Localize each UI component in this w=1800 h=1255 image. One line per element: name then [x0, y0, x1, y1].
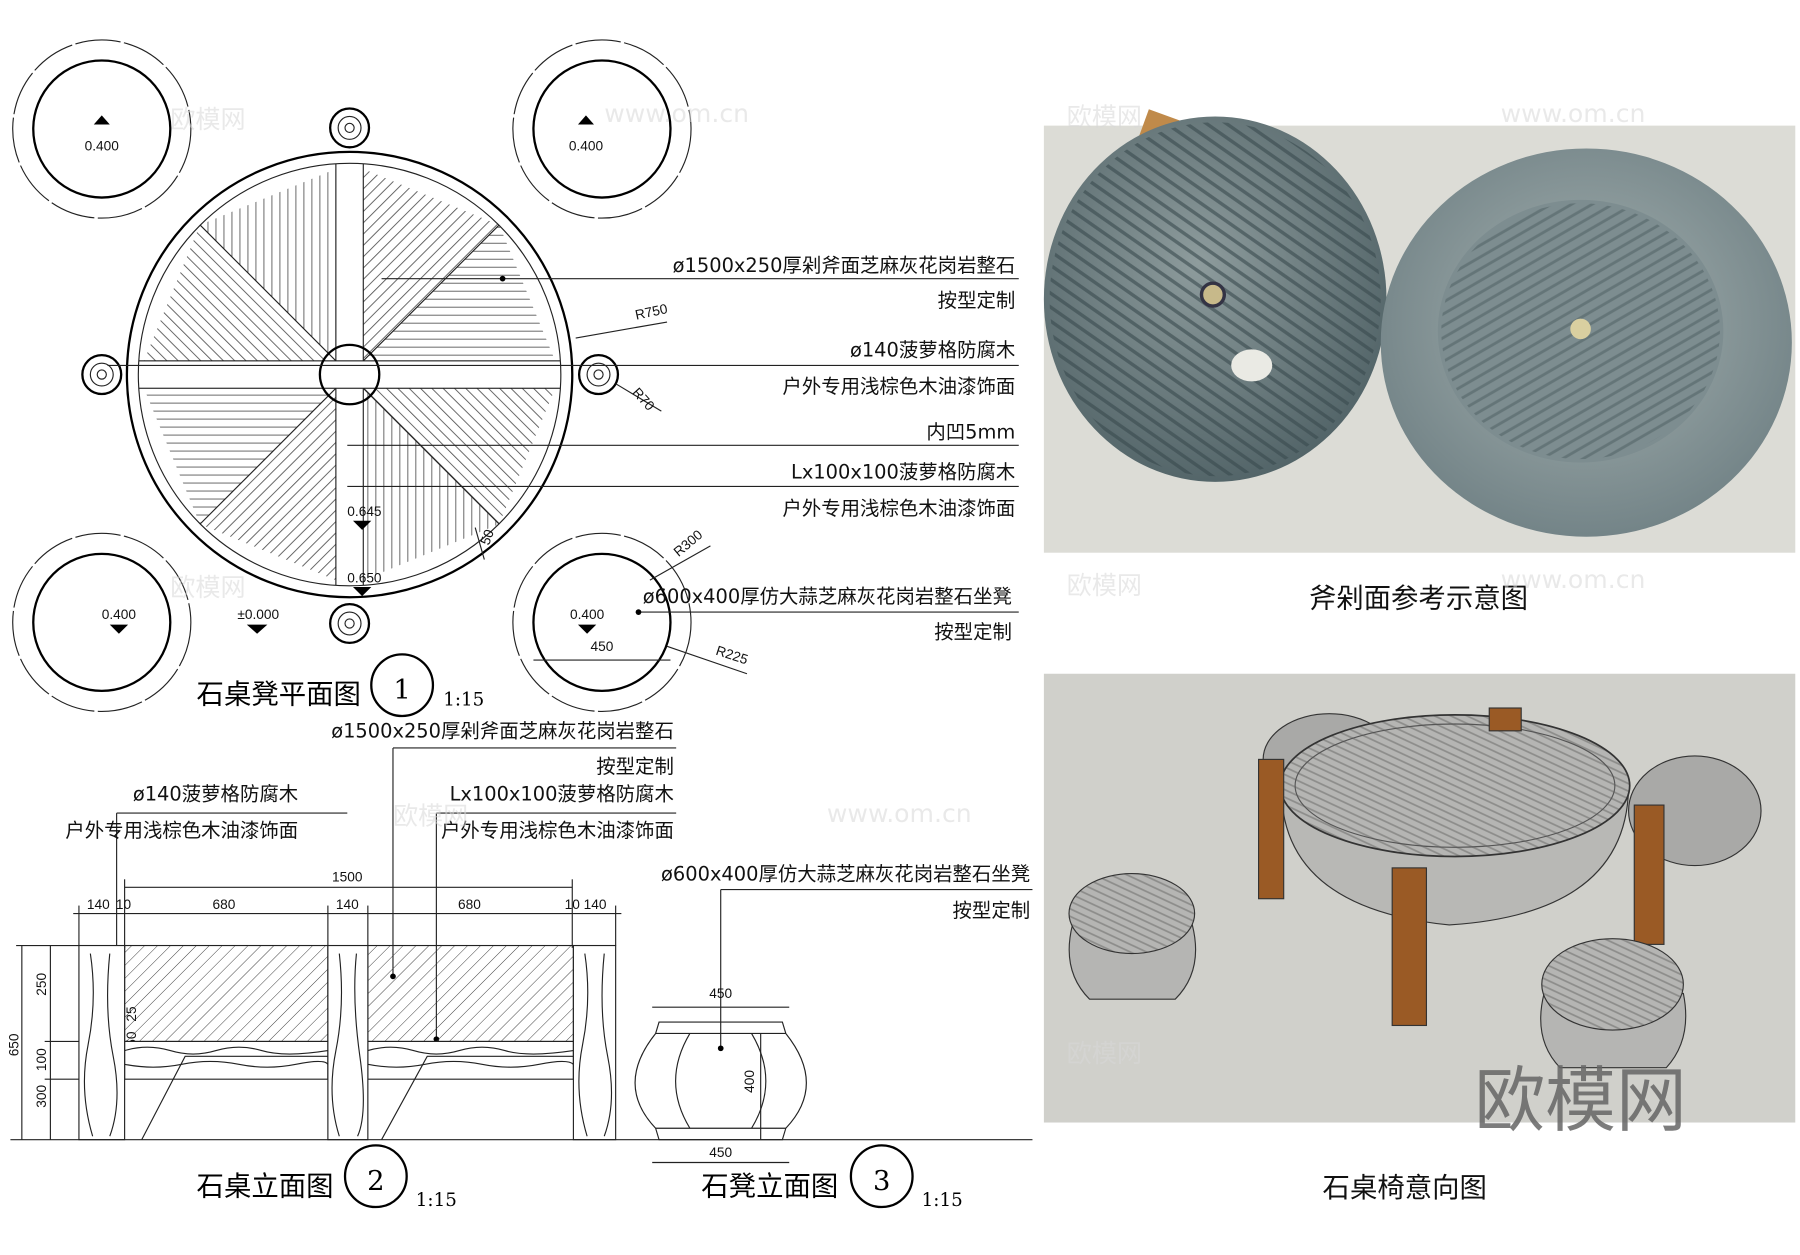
dim-50: 50: [478, 527, 497, 547]
dim-stool-bottom: 450: [709, 1145, 732, 1160]
table-elevation-number: 2: [367, 1166, 384, 1197]
plan-table-top: 0.645 0.650 ±0.000 50: [81, 107, 620, 645]
level-marker-icon: [577, 115, 594, 125]
reference-photo-caption: 斧剁面参考示意图: [1309, 584, 1528, 615]
note-post: ø140菠萝格防腐木: [850, 338, 1015, 361]
stool-elevation-label: 0.400: [569, 139, 604, 154]
dim-row: 140: [336, 897, 359, 912]
plan-post: [329, 602, 371, 645]
reference-photo: [1043, 109, 1796, 553]
intent-render: 欧模网: [1043, 673, 1796, 1142]
plan-stool-bottom-left: 0.400: [12, 532, 192, 713]
plan-stool-bottom-right: 0.400 450: [512, 532, 1019, 713]
svg-text:www.om.cn: www.om.cn: [604, 99, 749, 128]
svg-text:www.om.cn: www.om.cn: [1501, 99, 1646, 128]
svg-text:欧模网: 欧模网: [1067, 103, 1142, 132]
svg-text:欧模网: 欧模网: [393, 801, 468, 830]
svg-text:欧模网: 欧模网: [170, 573, 245, 602]
level-marker-icon: [353, 520, 372, 530]
stool-elevation-title: 石凳立面图: [701, 1172, 838, 1203]
plan-stool-top-right: 0.400: [512, 39, 692, 219]
dim-total: 1500: [332, 870, 363, 885]
level-marker-icon: [93, 115, 110, 125]
dim-250: 250: [34, 973, 49, 996]
note-beam: Lx100x100菠萝格防腐木: [450, 783, 674, 806]
plan-number: 1: [393, 675, 410, 706]
note-custom: 按型定制: [938, 289, 1016, 312]
dim-r750: R750: [634, 301, 670, 323]
dim-r70: R70: [629, 385, 657, 414]
table-elevation-title: 石桌立面图: [197, 1172, 334, 1203]
intent-render-caption: 石桌椅意向图: [1323, 1173, 1487, 1204]
dim-450: 450: [591, 639, 614, 654]
level-marker-icon: [577, 624, 597, 634]
note-custom: 按型定制: [596, 755, 674, 778]
dim-stool-height: 400: [742, 1070, 757, 1093]
dim-row: 680: [458, 897, 481, 912]
plan-notes: ø1500x250厚剁斧面芝麻灰花岗岩整石 按型定制 ø140菠萝格防腐木 户外…: [107, 254, 1019, 643]
plan-title: 石桌凳平面图: [197, 679, 361, 710]
level-marker-icon: [353, 586, 372, 597]
stool-elevation-label: 0.400: [102, 607, 137, 622]
plan-view: 0.400 0.400 0.400 0.400 450: [12, 39, 1019, 718]
dim-stool-top: 450: [709, 986, 732, 1001]
note-table-top: ø1500x250厚剁斧面芝麻灰花岗岩整石: [673, 254, 1016, 277]
stool-elevation-label: 0.400: [85, 139, 120, 154]
stool-elevation-number: 3: [873, 1166, 890, 1197]
stool-elevation-scale: 1:15: [922, 1190, 963, 1211]
note-stool-custom: 按型定制: [934, 620, 1012, 643]
dim-row: 140: [584, 897, 607, 912]
level-marker-icon: [109, 624, 129, 634]
stool-elevation-label: 0.400: [570, 607, 605, 622]
svg-text:欧模网: 欧模网: [170, 105, 245, 134]
note-table-top: ø1500x250厚剁斧面芝麻灰花岗岩整石: [331, 720, 674, 743]
note-beam: Lx100x100菠萝格防腐木: [791, 460, 1015, 483]
plan-post: [81, 354, 123, 396]
dim-row: 10: [565, 897, 581, 912]
plan-scale: 1:15: [443, 690, 484, 711]
svg-text:欧模网: 欧模网: [1067, 1039, 1142, 1068]
note-beam-finish: 户外专用浅棕色木油漆饰面: [782, 497, 1015, 520]
dim-row: 680: [213, 897, 236, 912]
note-post-finish: 户外专用浅棕色木油漆饰面: [782, 375, 1015, 398]
plan-stool-top-left: 0.400: [12, 39, 192, 219]
level-label: 0.650: [347, 570, 382, 585]
svg-text:欧模网: 欧模网: [1067, 571, 1142, 600]
note-stool: ø600x400厚仿大蒜芝麻灰花岗岩整石坐凳: [661, 862, 1030, 885]
dim-100: 100: [34, 1048, 49, 1071]
dim-r300: R300: [671, 527, 706, 560]
stool-elevation: ø600x400厚仿大蒜芝麻灰花岗岩整石坐凳 按型定制 450 400 450 …: [634, 862, 1033, 1211]
note-post-finish: 户外专用浅棕色木油漆饰面: [65, 819, 298, 842]
note-beam-finish: 户外专用浅棕色木油漆饰面: [441, 819, 674, 842]
dim-650: 650: [6, 1033, 21, 1056]
note-post: ø140菠萝格防腐木: [133, 783, 298, 806]
level-marker-icon: [246, 624, 268, 634]
ground-level-label: ±0.000: [237, 607, 279, 622]
watermark-logo: 欧模网: [1474, 1059, 1686, 1142]
table-elevation: ø1500x250厚剁斧面芝麻灰花岗岩整石 按型定制 ø140菠萝格防腐木 户外…: [6, 720, 1033, 1211]
note-stool: ø600x400厚仿大蒜芝麻灰花岗岩整石坐凳: [643, 585, 1012, 608]
plan-post: [329, 107, 371, 149]
level-label: 0.645: [347, 504, 382, 519]
svg-text:www.om.cn: www.om.cn: [1501, 565, 1646, 594]
note-stool-custom: 按型定制: [953, 899, 1031, 922]
note-recess: 内凹5mm: [926, 421, 1015, 444]
table-elevation-scale: 1:15: [416, 1190, 457, 1211]
dim-row: 10: [116, 897, 132, 912]
svg-text:www.om.cn: www.om.cn: [827, 799, 972, 828]
plan-post: [577, 354, 620, 396]
dim-300: 300: [34, 1084, 49, 1107]
dim-row: 140: [87, 897, 110, 912]
